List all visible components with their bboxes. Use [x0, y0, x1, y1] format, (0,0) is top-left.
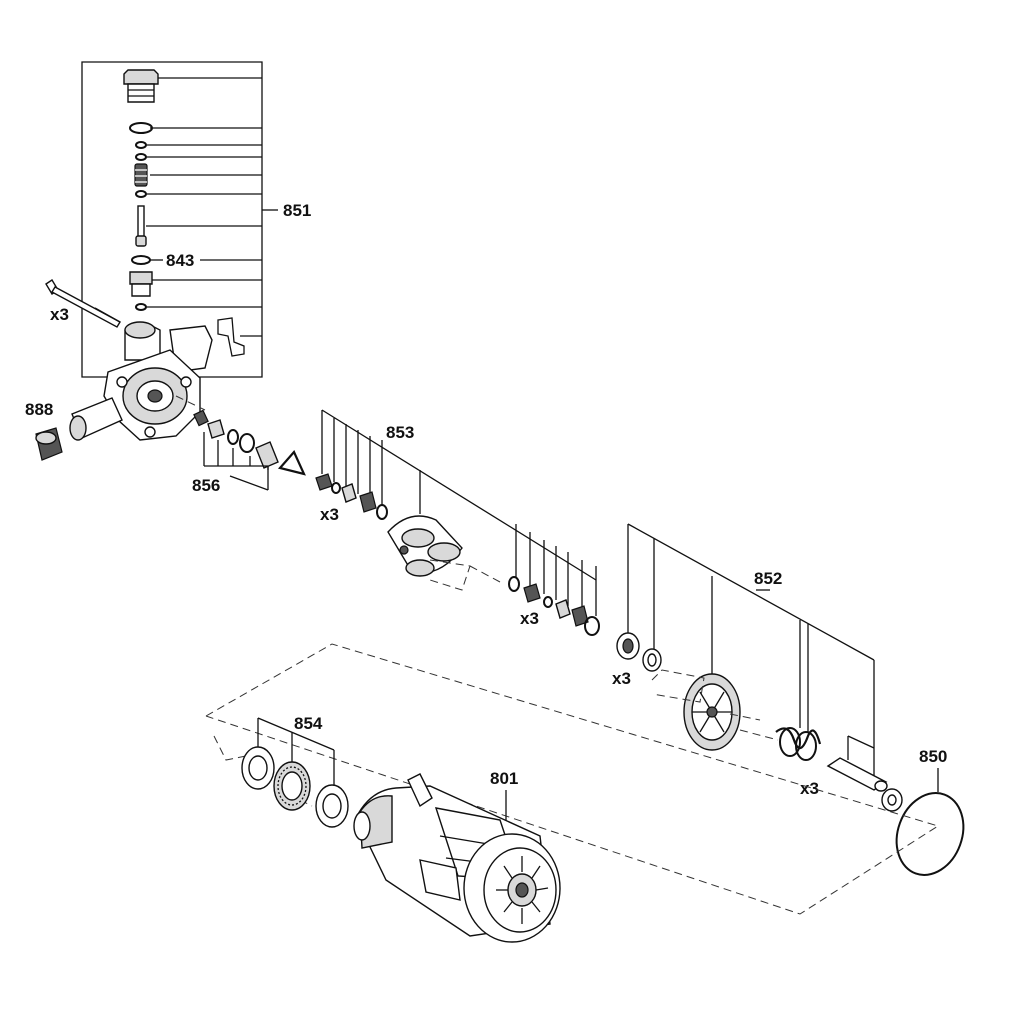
label-851: 851 [283, 201, 311, 220]
bearing-854-part [273, 761, 311, 811]
valve-pin-part [135, 205, 147, 247]
piston-bracket [847, 735, 875, 760]
spring-852-part [775, 727, 822, 761]
label-888: 888 [25, 400, 53, 419]
callout-851-bracket [81, 61, 278, 378]
callout-853-lines [321, 409, 597, 616]
callout-856-lines [203, 432, 269, 491]
inlet-filter-part [35, 427, 63, 461]
assembly-dashed-outline [205, 643, 940, 915]
retaining-clip-part [217, 317, 245, 357]
small-ring-part [135, 153, 147, 161]
label-854: 854 [294, 714, 323, 733]
spring-part [134, 163, 148, 187]
label-852: 852 [754, 569, 782, 588]
piston-ring-part [881, 788, 903, 812]
piston-guide-part [387, 515, 463, 577]
wobble-plate-part [683, 673, 741, 751]
callout-854-lines [257, 717, 335, 786]
bolt-part [45, 279, 121, 328]
alignment-lines [429, 559, 501, 591]
alignment-lines [651, 669, 779, 741]
valve-set-right-parts [508, 576, 600, 636]
small-ring-part [135, 303, 147, 311]
callout-852-lines [627, 523, 875, 788]
valve-cap-part [123, 69, 159, 103]
washer-854b-part [315, 784, 349, 828]
o-ring-part [129, 122, 153, 134]
valve-856-parts [193, 409, 306, 476]
label-853: 853 [386, 423, 414, 442]
label-850: 850 [919, 747, 947, 766]
label-843: 843 [166, 251, 194, 270]
o-ring-843-part [131, 255, 151, 265]
valve-seat-part [129, 271, 153, 297]
label-801: 801 [490, 769, 518, 788]
label-856: 856 [192, 476, 220, 495]
pump-head-housing [69, 321, 213, 441]
small-ring-part [135, 190, 147, 198]
valves-left-multiplier: x3 [320, 505, 339, 524]
small-ring-part [135, 141, 147, 149]
seal-852-parts [616, 632, 662, 672]
seals-multiplier: x3 [612, 669, 631, 688]
springs-multiplier: x3 [800, 779, 819, 798]
bolt-multiplier: x3 [50, 305, 69, 324]
valves-right-multiplier: x3 [520, 609, 539, 628]
motor-801-part [353, 773, 561, 943]
o-ring-850-part [895, 792, 965, 876]
washer-854-part [241, 746, 275, 790]
valve-set-left-parts [315, 473, 388, 520]
piston-part [826, 757, 888, 792]
